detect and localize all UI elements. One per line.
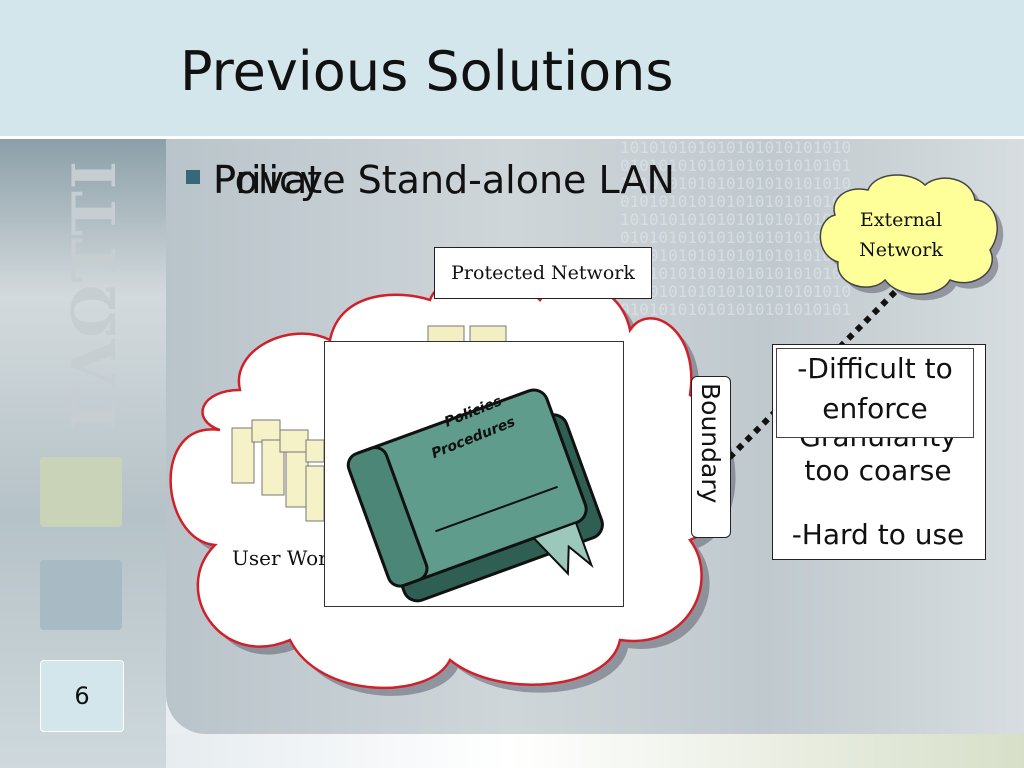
external-network-label-line1: External: [859, 209, 943, 231]
callout-line-enforce: enforce: [822, 392, 928, 425]
slide-header: [0, 0, 1024, 139]
callout-line-coarse: too coarse: [804, 454, 952, 487]
bullet-text: Private Stand-alone LAN Policy: [213, 158, 675, 202]
binary-texture: 101010101010101010101010 010101010101010…: [620, 139, 852, 319]
external-network-label: External Network: [836, 205, 966, 265]
callout-box-front: -Difficult to enforce: [776, 348, 974, 438]
decor-square-green: [40, 457, 122, 527]
external-network-label-line2: Network: [859, 239, 943, 261]
callout-line-hard: -Hard to use: [791, 518, 965, 551]
policies-picture-box: Policies Procedures: [324, 341, 624, 607]
workstation-icons: [231, 419, 325, 522]
bullet-square-icon: [186, 170, 200, 184]
external-network-cloud: [819, 174, 998, 295]
decor-square-blue: [40, 560, 122, 630]
policies-book-icon: [346, 352, 605, 603]
protected-network-label: Protected Network: [434, 247, 652, 299]
footer-band: [166, 734, 1024, 768]
page-number: 6: [40, 660, 124, 732]
server-icons: [427, 325, 507, 345]
bullet-rest: Stand-alone LAN: [345, 158, 675, 202]
boundary-label: Boundary: [696, 383, 725, 504]
user-workstations-label: User Wor: [232, 546, 324, 570]
callout-line-difficult: -Difficult to: [797, 352, 953, 385]
bullet-word-private: Private: [213, 158, 346, 202]
slide-title: Previous Solutions: [180, 40, 674, 103]
bullet-item: Private Stand-alone LAN Policy: [186, 158, 675, 208]
bullet-word-policy: Policy: [213, 158, 323, 202]
boundary-label-box: Boundary: [691, 376, 731, 538]
